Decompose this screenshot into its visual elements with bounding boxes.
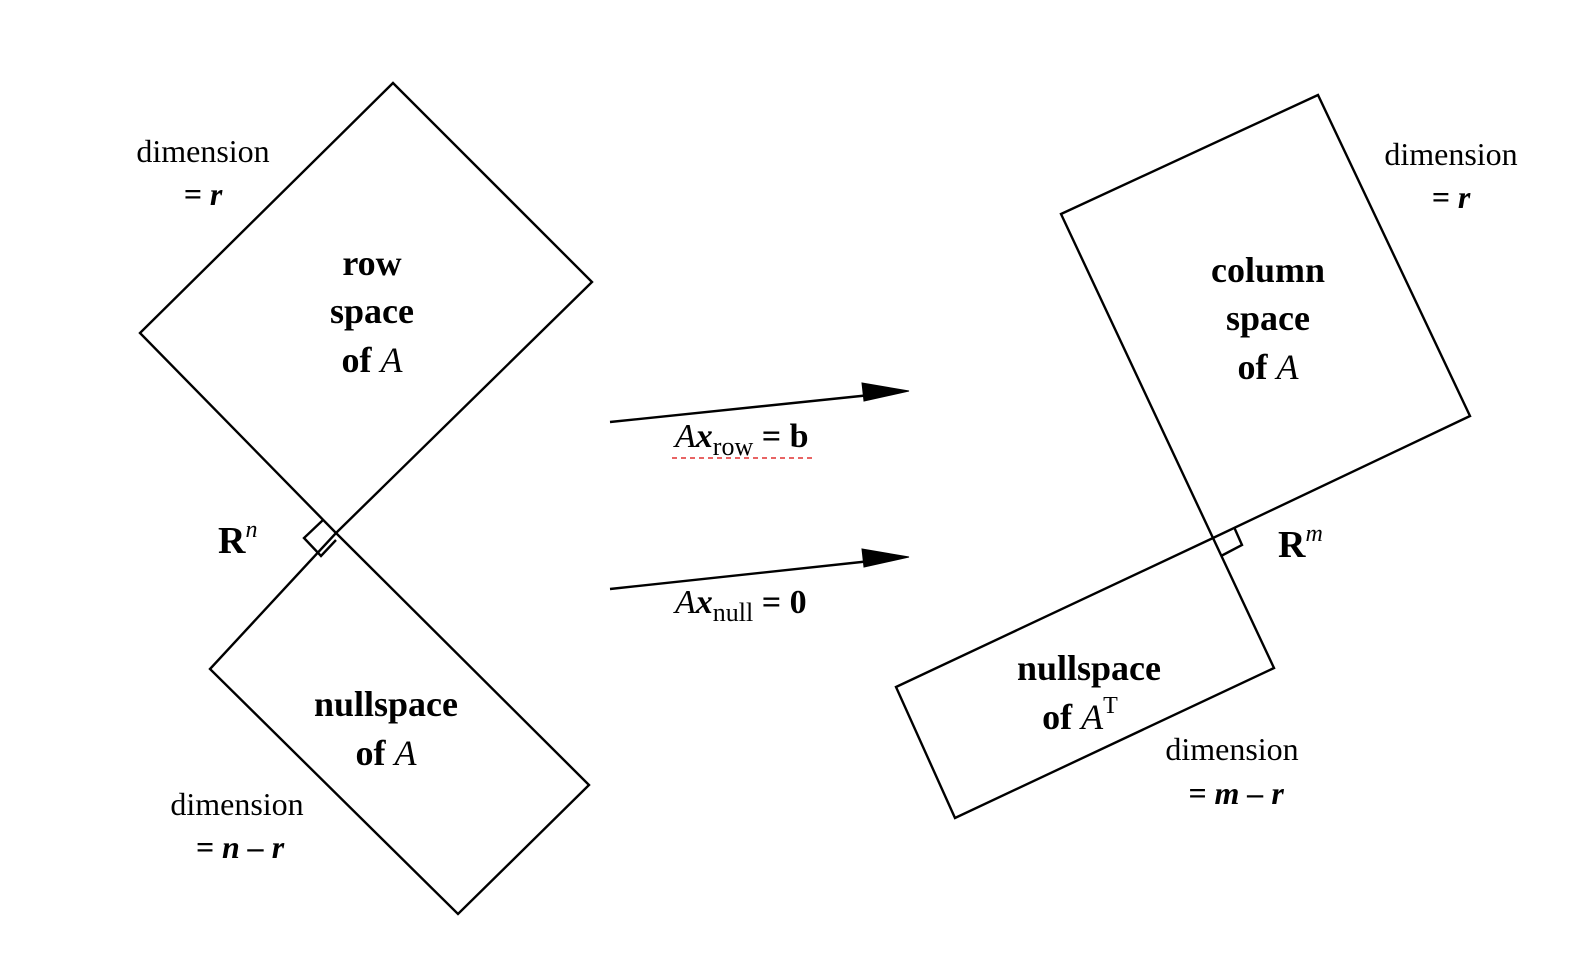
nullspace-a-dimension-label: dimension: [170, 786, 303, 822]
right-angle-marker-right: [1220, 526, 1244, 558]
row-map-arrow-shaft: [609, 392, 881, 424]
nullspace-at-dimension-value: = m – r: [1188, 775, 1284, 811]
null-map-equation: Axnull = 0: [673, 584, 807, 627]
nullspace-at-label-line1: nullspace: [1017, 648, 1161, 688]
nullspace-at-label-line2: of AT: [1042, 693, 1118, 737]
nullspace-a-dimension-value: = n – r: [196, 829, 285, 865]
null-map-arrow-head: [861, 548, 910, 568]
column-space-dimension-label: dimension: [1384, 136, 1517, 172]
row-map-arrow-head: [861, 382, 910, 402]
nullspace-at-shape: [894, 536, 1276, 820]
column-space-label-line1: column: [1211, 250, 1325, 290]
row-space-dimension-label: dimension: [136, 133, 269, 169]
row-space-dimension-value: = r: [184, 176, 223, 212]
nullspace-at-dimension-label: dimension: [1165, 731, 1298, 767]
domain-space-label: Rn: [218, 517, 257, 562]
row-space-label-line1: row: [342, 243, 401, 283]
codomain-space-label: Rm: [1278, 521, 1323, 566]
column-space-shape: [1059, 93, 1472, 540]
column-space-dimension-value: = r: [1432, 179, 1471, 215]
right-angle-marker-left: [302, 519, 337, 558]
null-map-arrow-shaft: [609, 558, 881, 591]
nullspace-a-shape: [208, 531, 591, 916]
row-space-label-line3: of A: [342, 340, 404, 380]
row-map-equation: Axrow = b: [673, 418, 809, 461]
nullspace-a-label-line2: of A: [356, 733, 418, 773]
row-space-label-line2: space: [330, 291, 414, 331]
nullspace-a-label-line1: nullspace: [314, 684, 458, 724]
column-space-label-line3: of A: [1238, 347, 1300, 387]
column-space-label-line2: space: [1226, 298, 1310, 338]
